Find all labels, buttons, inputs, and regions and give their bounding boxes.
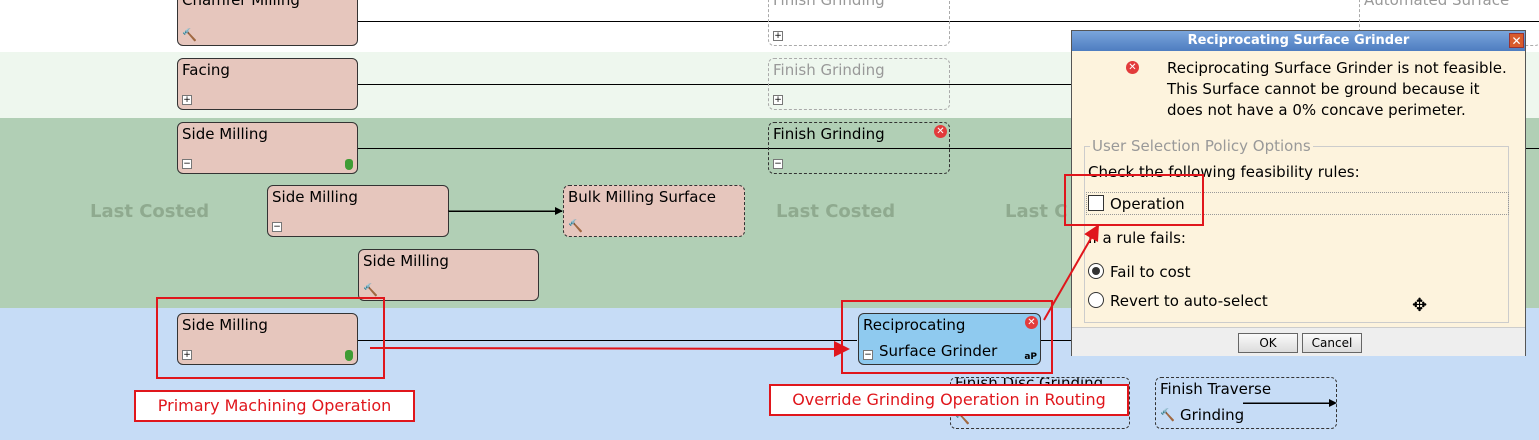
op-node-side-milling[interactable]: Side Milling − (267, 185, 449, 237)
dialog-button-bar (1072, 327, 1525, 356)
highlight-operation-rule (1064, 174, 1204, 226)
collapse-icon[interactable]: − (182, 159, 192, 169)
revert-auto-select-label[interactable]: Revert to auto-select (1110, 292, 1268, 310)
green-drop-icon (345, 159, 353, 170)
move-cursor-icon: ✥ (1412, 295, 1428, 316)
collapse-icon[interactable]: − (773, 159, 783, 169)
feasibility-dialog: Reciprocating Surface Grinder ✕ ✕ Recipr… (1071, 30, 1526, 356)
error-icon: ✕ (1025, 316, 1038, 329)
connector-line (357, 340, 857, 341)
connector-line (1040, 340, 1072, 341)
policy-options-legend: User Selection Policy Options (1090, 137, 1313, 155)
collapse-icon[interactable]: − (272, 222, 282, 232)
expand-icon[interactable]: + (182, 95, 192, 105)
callout-primary-machining: Primary Machining Operation (134, 390, 415, 422)
dialog-title: Reciprocating Surface Grinder (1072, 31, 1525, 51)
hammer-icon: 🔨 (182, 28, 197, 42)
op-node-finish-grinding[interactable]: Finish Grinding + (768, 0, 950, 46)
hammer-icon: 🔨 (1160, 408, 1175, 422)
fail-prompt: If a rule fails: (1088, 229, 1186, 247)
op-node-reciprocating-surface-grinder[interactable]: Reciprocating Surface Grinder ✕ − aP (858, 313, 1041, 365)
fail-to-cost-label[interactable]: Fail to cost (1110, 263, 1191, 281)
fail-to-cost-radio[interactable] (1088, 263, 1104, 279)
cancel-button[interactable]: Cancel (1302, 333, 1362, 353)
green-drop-icon (345, 350, 353, 361)
expand-icon[interactable]: + (773, 31, 783, 41)
connector-line (357, 21, 1539, 22)
dialog-message: Reciprocating Surface Grinder is not fea… (1167, 59, 1507, 119)
op-node-bulk-milling-surface[interactable]: Bulk Milling Surface 🔨 (563, 185, 745, 237)
expand-icon[interactable]: + (773, 95, 783, 105)
error-icon: ✕ (934, 125, 947, 138)
ok-button[interactable]: OK (1238, 333, 1298, 353)
op-node-side-milling[interactable]: Side Milling 🔨 (358, 249, 539, 301)
band-label-last-costed: Last Costed (776, 201, 896, 222)
operation-checkbox-label[interactable]: Operation (1110, 195, 1185, 213)
ap-badge: aP (1024, 352, 1037, 362)
connector-line (357, 148, 1539, 149)
callout-override-grinding: Override Grinding Operation in Routing (769, 384, 1129, 416)
expand-icon[interactable]: + (182, 350, 192, 360)
close-icon[interactable]: ✕ (1509, 33, 1524, 48)
hammer-icon: 🔨 (568, 219, 583, 233)
op-node-side-milling[interactable]: Side Milling − (177, 122, 358, 174)
hammer-icon: 🔨 (363, 283, 378, 297)
band-label-last-costed: Last C (1005, 201, 1068, 222)
op-node-side-milling-primary[interactable]: Side Milling + (177, 313, 358, 365)
rule-row (1086, 192, 1509, 215)
revert-auto-select-radio[interactable] (1088, 292, 1104, 308)
highlight-override-operation (841, 300, 1053, 374)
op-node-chamfer-milling[interactable]: Chamfer Milling 🔨 (177, 0, 358, 46)
op-node-finish-grinding-main[interactable]: Finish Grinding ✕ − (768, 122, 950, 174)
error-icon: ✕ (1126, 61, 1139, 74)
red-arrow-to-rule (1043, 224, 1099, 321)
red-arrow-to-grinder (369, 340, 850, 357)
op-node-facing[interactable]: Facing + (177, 58, 358, 110)
band-label-last-costed: Last Costed (90, 201, 210, 222)
collapse-icon[interactable]: − (863, 350, 873, 360)
op-node-finish-grinding[interactable]: Finish Grinding + (768, 58, 950, 110)
highlight-primary-operation (156, 297, 385, 379)
operation-checkbox[interactable] (1088, 195, 1104, 211)
op-node-finish-traverse-grinding[interactable]: Finish Traverse 🔨 Grinding (1155, 377, 1337, 429)
connector-line (357, 84, 1077, 85)
check-prompt: Check the following feasibility rules: (1088, 163, 1360, 181)
